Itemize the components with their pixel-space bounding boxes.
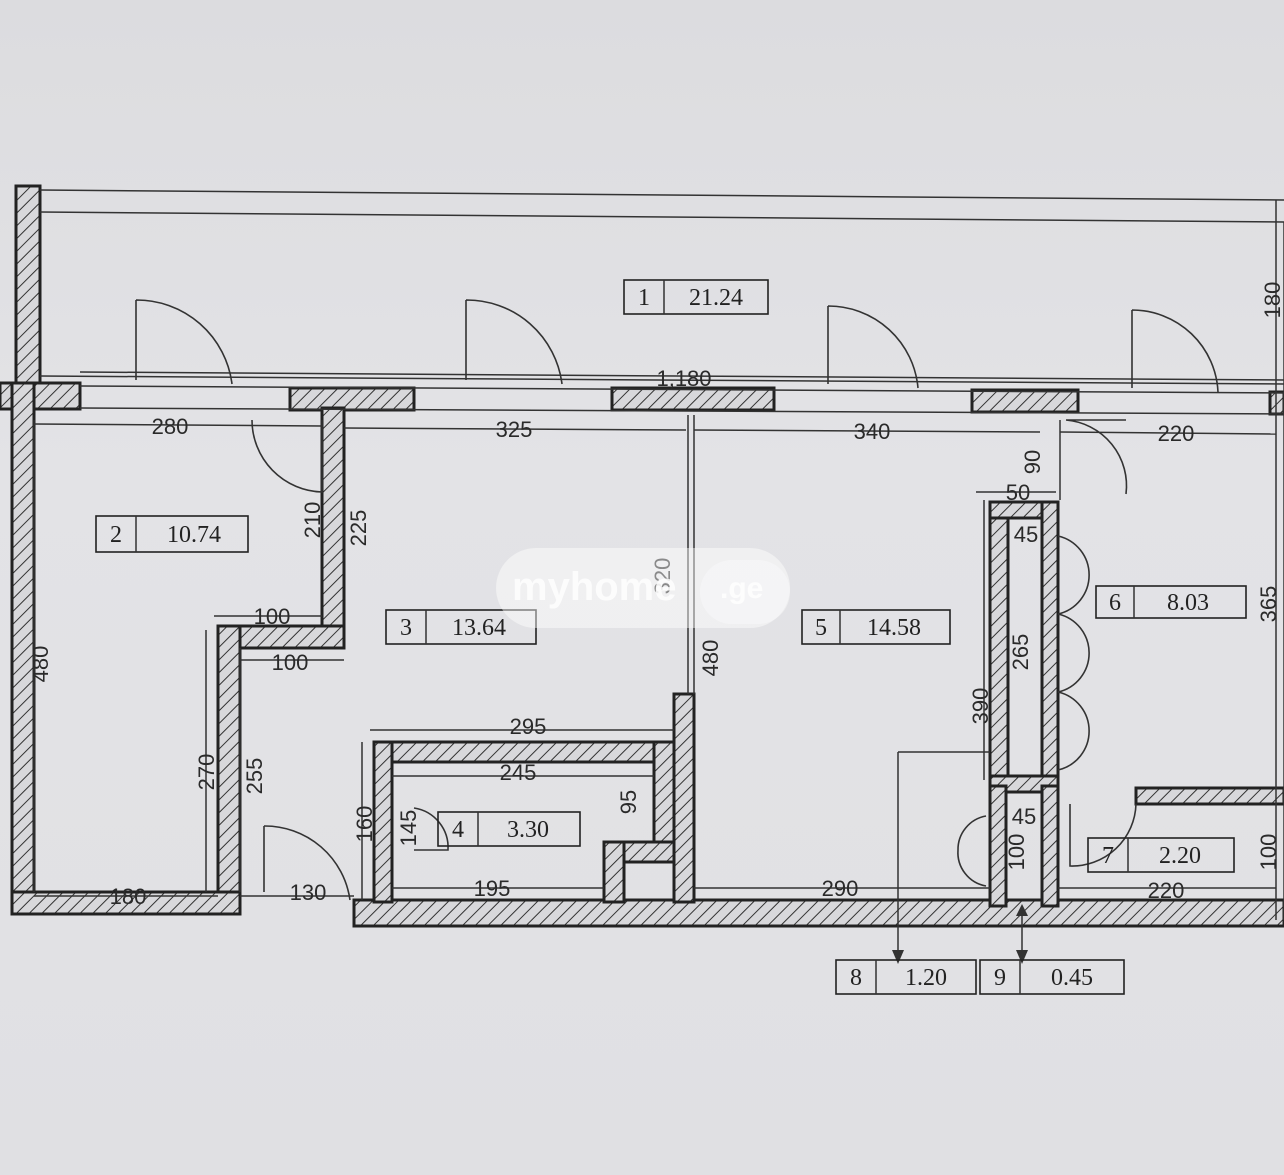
room-area: 14.58 xyxy=(867,615,921,641)
wall-partition-2-3 xyxy=(320,406,346,650)
room-number: 8 xyxy=(850,965,862,991)
dim-label: 480 xyxy=(28,646,53,683)
room-area: 10.74 xyxy=(167,522,221,548)
dim-label: 180 xyxy=(110,884,147,909)
dimension-lines xyxy=(33,375,1284,964)
dimension-labels: 1,180 280 325 340 220 180 480 210 225 10… xyxy=(28,282,1284,909)
wall-closet-right xyxy=(1040,500,1060,794)
room-label-3: 3 13.64 xyxy=(385,609,537,645)
dim-label: 365 xyxy=(1256,586,1281,623)
dim-label: 50 xyxy=(1006,480,1030,505)
room-number: 7 xyxy=(1102,843,1114,869)
wall-room4-top xyxy=(372,740,676,764)
wall-partition-lower xyxy=(216,624,242,916)
dim-label: 95 xyxy=(616,790,641,814)
doors xyxy=(135,299,1219,901)
dim-label: 210 xyxy=(300,502,325,539)
dim-label: 255 xyxy=(242,758,267,795)
dim-label: 225 xyxy=(346,510,371,547)
watermark-logo: myhome .ge xyxy=(496,548,790,628)
wall-pier-3 xyxy=(970,388,1080,414)
room-label-7: 7 2.20 xyxy=(1087,837,1235,873)
door-swing-2 xyxy=(465,299,563,385)
wall-closet-left xyxy=(988,500,1010,794)
wall-center-column xyxy=(672,692,696,904)
dim-label: 265 xyxy=(1008,634,1033,671)
dim-label: 220 xyxy=(1148,878,1185,903)
room-area: 2.20 xyxy=(1159,843,1201,869)
room-area: 8.03 xyxy=(1167,590,1209,616)
wall-shaft-right xyxy=(1040,784,1060,908)
dim-label: 290 xyxy=(822,876,859,901)
door-swing-3 xyxy=(827,305,919,389)
wall-room4-right-low xyxy=(602,840,626,904)
room-number: 5 xyxy=(815,615,827,641)
room-label-8: 8 1.20 xyxy=(835,959,977,995)
room-label-4: 4 3.30 xyxy=(437,811,581,847)
dim-label: 390 xyxy=(968,688,993,725)
room-area: 3.30 xyxy=(507,817,549,843)
room-area: 1.20 xyxy=(905,965,947,991)
dim-label: 270 xyxy=(194,754,219,791)
wall-bottom xyxy=(352,898,1284,928)
wall-pier-2 xyxy=(610,386,776,412)
door-swing-room4 xyxy=(413,807,449,851)
room-number: 9 xyxy=(994,965,1006,991)
dim-label: 90 xyxy=(1020,450,1045,474)
door-swing-room7 xyxy=(1069,803,1137,867)
dim-label: 280 xyxy=(152,414,189,439)
dim-label: 340 xyxy=(854,419,891,444)
dim-label: 180 xyxy=(1260,282,1284,319)
room-area: 0.45 xyxy=(1051,965,1093,991)
room-number: 1 xyxy=(638,285,650,311)
wall-room4-left xyxy=(372,740,394,904)
dim-label: 145 xyxy=(396,810,421,847)
room-area: 21.24 xyxy=(689,285,743,311)
wall-room7-top xyxy=(1134,786,1284,806)
room-number: 3 xyxy=(400,615,412,641)
dim-label: 160 xyxy=(352,806,377,843)
dim-label: 325 xyxy=(496,417,533,442)
wall-left-upper xyxy=(14,184,42,386)
dim-label: 245 xyxy=(500,760,537,785)
room-label-1: 1 21.24 xyxy=(623,279,769,315)
room-area: 13.64 xyxy=(452,615,506,641)
door-swing-room8 xyxy=(957,815,987,887)
wall-pier-1 xyxy=(288,386,416,412)
door-swing-4 xyxy=(1131,309,1219,393)
door-closet-folding xyxy=(1057,535,1090,771)
door-swing-1 xyxy=(135,299,233,385)
outline-lines xyxy=(33,189,1284,920)
door-swing-room6 xyxy=(1065,419,1128,495)
dim-total: 1,180 xyxy=(656,366,711,391)
room-label-6: 6 8.03 xyxy=(1095,585,1247,619)
dim-label: 320 xyxy=(650,558,675,595)
dim-label: 100 xyxy=(1004,834,1029,871)
wall-bottom-room2 xyxy=(10,890,242,916)
door-swing-room3 xyxy=(263,825,351,901)
room-label-2: 2 10.74 xyxy=(95,515,249,553)
room-number: 6 xyxy=(1109,590,1121,616)
room-number: 2 xyxy=(110,522,122,548)
dim-label: 45 xyxy=(1012,804,1036,829)
dim-label: 100 xyxy=(254,604,291,629)
watermark-brand: myhome xyxy=(512,565,677,609)
room-number: 4 xyxy=(452,817,464,843)
dim-label: 100 xyxy=(1256,834,1281,871)
dim-label: 100 xyxy=(272,650,309,675)
wall-pier-4 xyxy=(1268,390,1284,416)
room-label-5: 5 14.58 xyxy=(801,609,951,645)
watermark-tld: .ge xyxy=(720,572,763,605)
dim-label: 295 xyxy=(510,714,547,739)
dim-label: 130 xyxy=(290,880,327,905)
dim-label: 220 xyxy=(1158,421,1195,446)
room-label-9: 9 0.45 xyxy=(979,959,1125,995)
dim-label: 195 xyxy=(474,876,511,901)
door-swing-room2 xyxy=(251,419,323,493)
wall-shaft-left xyxy=(988,784,1008,908)
dim-label: 45 xyxy=(1014,522,1038,547)
dim-label: 480 xyxy=(698,640,723,677)
